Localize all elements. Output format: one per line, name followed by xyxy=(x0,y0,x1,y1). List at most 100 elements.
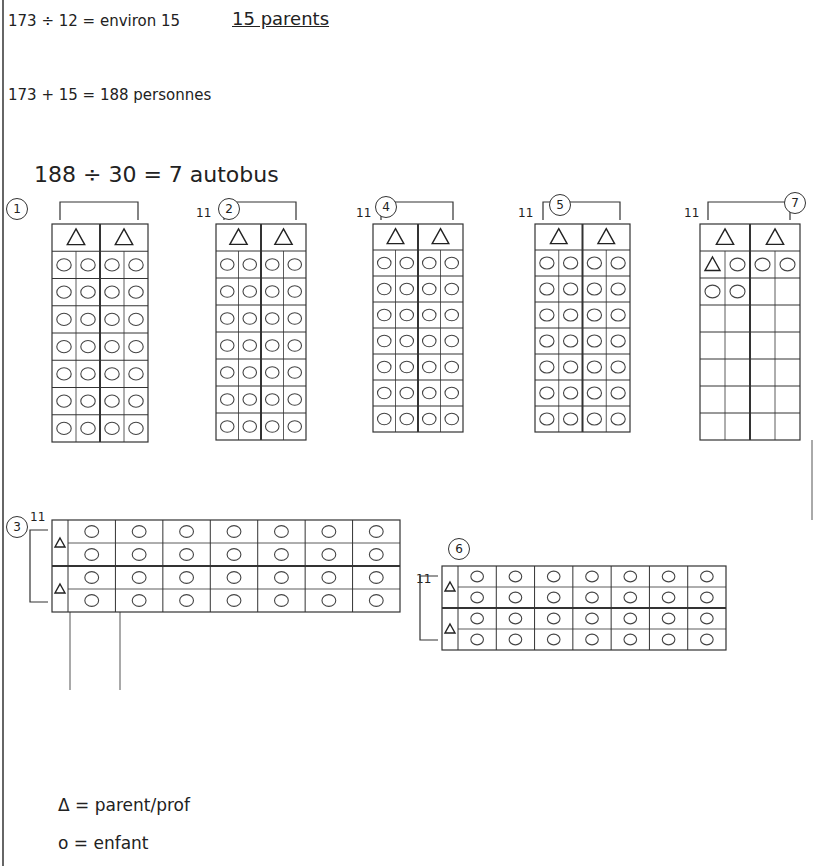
grid-line xyxy=(216,413,306,414)
grid-line xyxy=(68,543,400,544)
parent-triangle xyxy=(55,584,65,593)
child-circle xyxy=(624,613,637,624)
bus-grid: 1 xyxy=(52,224,148,442)
child-circle xyxy=(57,313,71,325)
child-circle xyxy=(180,595,194,607)
child-circle xyxy=(587,387,601,399)
pencil-line xyxy=(70,612,71,690)
grid-line xyxy=(572,566,573,650)
child-circle xyxy=(221,259,235,270)
child-circle xyxy=(322,572,336,584)
child-circle xyxy=(369,572,383,584)
bracket xyxy=(60,202,138,220)
child-circle xyxy=(662,634,675,645)
child-circle xyxy=(288,313,302,324)
child-circle xyxy=(129,368,143,380)
grid-line xyxy=(162,520,163,612)
bracket xyxy=(708,202,790,220)
pencil-line xyxy=(120,612,121,690)
child-circle xyxy=(81,259,95,271)
child-circle xyxy=(221,421,235,432)
child-circle xyxy=(81,422,95,434)
child-circle xyxy=(423,335,437,346)
child-circle xyxy=(662,613,675,624)
child-circle xyxy=(81,341,95,353)
handwritten-note: 15 parents xyxy=(232,8,329,29)
child-circle xyxy=(540,257,554,269)
grid-line xyxy=(52,360,148,361)
grid-line xyxy=(700,413,800,414)
child-circle xyxy=(378,283,392,294)
child-circle xyxy=(243,313,257,324)
child-circle xyxy=(701,634,714,645)
handwritten-note: 188 ÷ 30 = 7 autobus xyxy=(34,162,279,187)
child-circle xyxy=(266,313,280,324)
child-circle xyxy=(81,313,95,325)
grid-line xyxy=(216,305,306,306)
child-circle xyxy=(129,422,143,434)
bus-grid: 3 xyxy=(52,520,400,612)
child-circle xyxy=(85,549,99,561)
handwritten-note: o = enfant xyxy=(58,833,149,853)
child-circle xyxy=(780,258,795,271)
child-circle xyxy=(701,571,714,582)
child-circle xyxy=(587,335,601,347)
grid-line xyxy=(535,354,630,355)
child-circle xyxy=(587,361,601,373)
child-circle xyxy=(57,395,71,407)
child-circle xyxy=(322,549,336,561)
child-circle xyxy=(227,526,241,538)
child-circle xyxy=(288,259,302,270)
child-circle xyxy=(547,571,560,582)
child-circle xyxy=(369,526,383,538)
grid-line xyxy=(558,250,559,432)
child-circle xyxy=(624,634,637,645)
bus-outline xyxy=(52,224,148,442)
parent-triangle xyxy=(445,624,455,633)
child-circle xyxy=(369,595,383,607)
grid-line xyxy=(535,406,630,407)
grid-line xyxy=(68,589,400,590)
parent-triangle xyxy=(55,538,65,547)
child-circle xyxy=(423,283,437,294)
grid-line xyxy=(535,380,630,381)
child-circle xyxy=(564,413,578,425)
child-circle xyxy=(243,286,257,297)
child-circle xyxy=(132,526,146,538)
grid-line xyxy=(442,607,726,609)
child-circle xyxy=(132,549,146,561)
child-circle xyxy=(540,387,554,399)
grid-line xyxy=(373,250,463,251)
child-circle xyxy=(57,286,71,298)
bus-outline xyxy=(373,224,463,432)
child-circle xyxy=(266,259,280,270)
child-circle xyxy=(221,313,235,324)
parent-triangle xyxy=(67,229,84,245)
child-circle xyxy=(701,592,714,603)
child-circle xyxy=(471,634,484,645)
bus-outline xyxy=(216,224,306,440)
child-circle xyxy=(471,613,484,624)
child-circle xyxy=(423,361,437,372)
child-circle xyxy=(662,571,675,582)
child-circle xyxy=(85,595,99,607)
grid-line xyxy=(238,251,239,440)
callout-number: 3 xyxy=(6,516,28,538)
child-circle xyxy=(243,340,257,351)
child-circle xyxy=(611,361,625,373)
child-circle xyxy=(730,285,745,298)
child-circle xyxy=(400,413,414,424)
child-circle xyxy=(611,387,625,399)
child-circle xyxy=(81,395,95,407)
bus-drawing xyxy=(535,224,630,432)
child-circle xyxy=(243,421,257,432)
handwritten-note: 11 xyxy=(684,206,699,220)
child-circle xyxy=(378,361,392,372)
bus-drawing xyxy=(442,566,726,650)
child-circle xyxy=(243,394,257,405)
bus-grid: 7 xyxy=(700,224,800,440)
child-circle xyxy=(105,341,119,353)
parent-triangle xyxy=(598,229,615,244)
child-circle xyxy=(266,394,280,405)
